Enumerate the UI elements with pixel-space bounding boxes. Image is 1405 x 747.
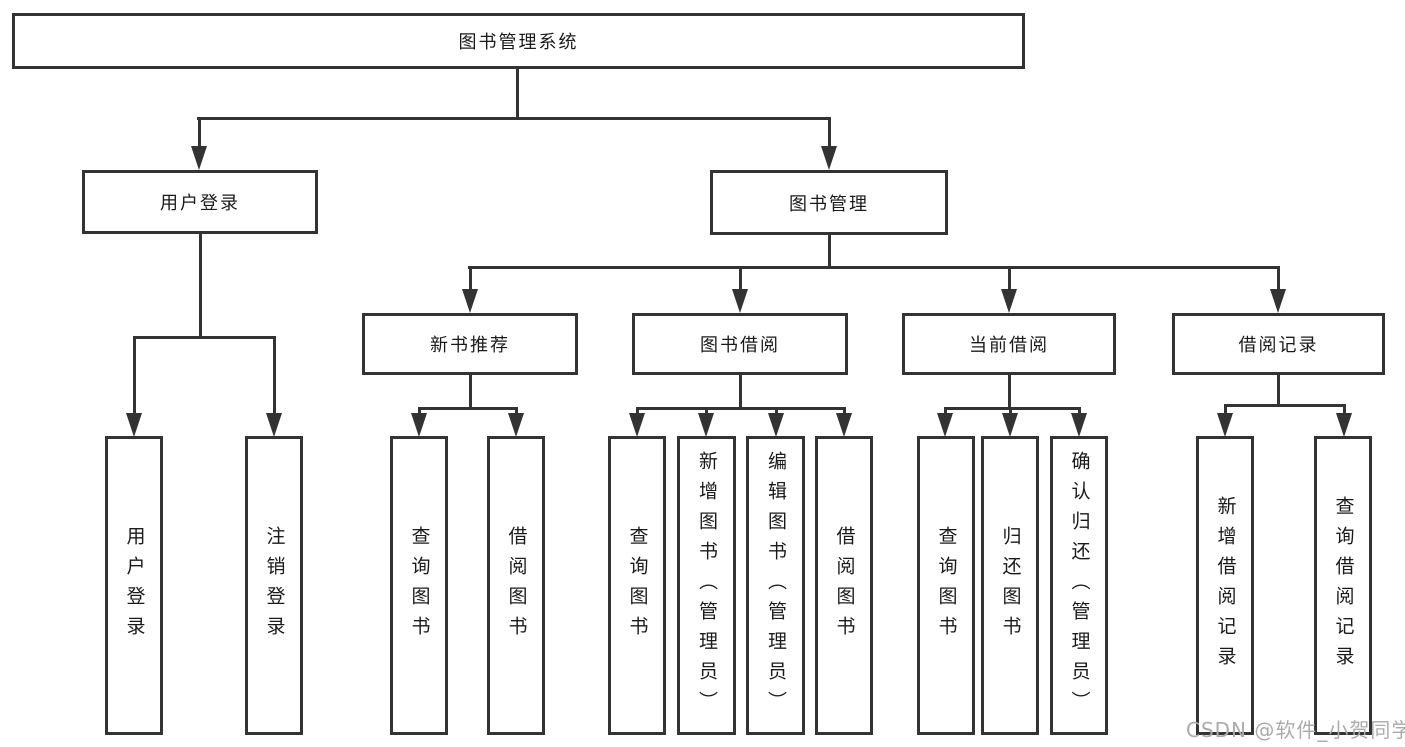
- connector-drop-edit-book-admin: [775, 407, 778, 415]
- connector-book-management-stem: [828, 234, 831, 268]
- connector-borrowing-records-rail: [1224, 404, 1345, 407]
- arrowhead-down-borrow-books-1: [508, 413, 524, 437]
- leaf-add-book-admin-label: 新增图书（管理员）: [696, 450, 718, 721]
- arrowhead-down-borrow-books-2: [836, 413, 852, 437]
- arrowhead-down-add-borrow-record: [1217, 413, 1233, 437]
- arrowhead-down-borrowing-records: [1270, 289, 1286, 313]
- arrowhead-down-confirm-return-admin: [1071, 413, 1087, 437]
- connector-drop-new-book-recommend: [469, 266, 472, 291]
- connector-drop-book-borrowing: [739, 266, 742, 291]
- connector-drop-return-book: [1009, 407, 1012, 415]
- arrowhead-down-query-books-3: [937, 413, 953, 437]
- connector-book-borrowing-rail: [636, 407, 846, 410]
- connector-drop-book-management: [828, 117, 831, 148]
- leaf-add-book-admin: 新增图书（管理员）: [677, 436, 736, 735]
- connector-drop-borrowing-records: [1277, 266, 1280, 291]
- csdn-watermark: CSDN @软件_小贺同学: [1186, 718, 1405, 742]
- connector-drop-query-borrow-record: [1343, 404, 1346, 415]
- arrowhead-down-edit-book-admin: [768, 413, 784, 437]
- leaf-query-books-1-label: 查询图书: [408, 525, 431, 646]
- leaf-logout: 注销登录: [245, 436, 303, 735]
- arrowhead-down-leaf-user-login: [126, 413, 142, 437]
- connector-root-rail: [197, 117, 830, 120]
- arrowhead-down-leaf-logout: [266, 413, 282, 437]
- connector-drop-current-borrowing: [1008, 266, 1011, 291]
- leaf-return-book: 归还图书: [981, 436, 1039, 735]
- leaf-query-borrow-record: 查询借阅记录: [1314, 436, 1372, 735]
- connector-drop-user-login: [198, 117, 201, 148]
- connector-user-login-stem: [199, 233, 202, 338]
- leaf-query-borrow-record-label: 查询借阅记录: [1332, 495, 1355, 676]
- node-user-login-label: 用户登录: [160, 193, 240, 214]
- leaf-confirm-return-admin: 确认归还（管理员）: [1050, 436, 1108, 735]
- connector-drop-add-borrow-record: [1224, 404, 1227, 415]
- connector-current-borrowing-stem: [1008, 375, 1011, 409]
- leaf-user-login-label: 用户登录: [123, 525, 146, 646]
- arrowhead-down-query-borrow-record: [1336, 413, 1352, 437]
- leaf-edit-book-admin: 编辑图书（管理员）: [746, 436, 805, 735]
- connector-user-login-rail: [133, 336, 275, 339]
- node-borrowing-records: 借阅记录: [1172, 313, 1385, 375]
- leaf-user-login: 用户登录: [105, 436, 163, 735]
- leaf-query-books-3: 查询图书: [917, 436, 975, 735]
- node-new-book-recommend-label: 新书推荐: [430, 335, 510, 356]
- leaf-borrow-books-2-label: 借阅图书: [833, 525, 856, 646]
- arrowhead-down-user-login: [191, 146, 207, 170]
- connector-new-book-recommend-rail: [418, 407, 518, 410]
- connector-book-management-rail: [468, 266, 1280, 269]
- connector-drop-query-books-2: [636, 407, 639, 415]
- connector-current-borrowing-rail: [944, 407, 1081, 410]
- arrowhead-down-query-books-1: [411, 413, 427, 437]
- leaf-return-book-label: 归还图书: [999, 525, 1022, 646]
- connector-root-stem: [516, 68, 519, 119]
- leaf-query-books-2: 查询图书: [608, 436, 666, 735]
- connector-drop-query-books-1: [418, 407, 421, 415]
- node-book-borrowing-label: 图书借阅: [700, 335, 780, 356]
- leaf-query-books-2-label: 查询图书: [626, 525, 649, 646]
- leaf-add-borrow-record: 新增借阅记录: [1196, 436, 1254, 735]
- connector-drop-query-books-3: [944, 407, 947, 415]
- leaf-add-borrow-record-label: 新增借阅记录: [1214, 495, 1237, 676]
- leaf-query-books-1: 查询图书: [390, 436, 448, 735]
- arrowhead-down-query-books-2: [629, 413, 645, 437]
- node-book-management: 图书管理: [710, 170, 948, 235]
- connector-drop-leaf-logout: [273, 336, 276, 415]
- arrowhead-down-add-book-admin: [698, 413, 714, 437]
- connector-drop-add-book-admin: [705, 407, 708, 415]
- connector-borrowing-records-stem: [1277, 375, 1280, 406]
- leaf-borrow-books-1-label: 借阅图书: [505, 525, 528, 646]
- node-user-login: 用户登录: [82, 170, 318, 234]
- arrowhead-down-return-book: [1002, 413, 1018, 437]
- connector-drop-borrow-books-1: [515, 407, 518, 415]
- node-new-book-recommend: 新书推荐: [362, 313, 578, 375]
- connector-drop-confirm-return-admin: [1078, 407, 1081, 415]
- connector-drop-borrow-books-2: [843, 407, 846, 415]
- node-library-system: 图书管理系统: [12, 13, 1025, 69]
- leaf-logout-label: 注销登录: [263, 525, 286, 646]
- leaf-borrow-books-1: 借阅图书: [487, 436, 545, 735]
- node-borrowing-records-label: 借阅记录: [1238, 335, 1319, 356]
- arrowhead-down-new-book-recommend: [462, 289, 478, 313]
- node-current-borrowing: 当前借阅: [902, 313, 1116, 375]
- node-book-management-label: 图书管理: [789, 193, 869, 215]
- arrowhead-down-current-borrowing: [1001, 289, 1017, 313]
- arrowhead-down-book-management: [821, 146, 837, 170]
- leaf-borrow-books-2: 借阅图书: [815, 436, 873, 735]
- arrowhead-down-book-borrowing: [732, 289, 748, 313]
- leaf-confirm-return-admin-label: 确认归还（管理员）: [1068, 450, 1091, 721]
- connector-book-borrowing-stem: [739, 375, 742, 409]
- connector-drop-leaf-user-login: [133, 336, 136, 415]
- node-library-system-label: 图书管理系统: [458, 32, 579, 53]
- node-current-borrowing-label: 当前借阅: [969, 335, 1049, 356]
- node-book-borrowing: 图书借阅: [632, 313, 848, 375]
- leaf-edit-book-admin-label: 编辑图书（管理员）: [765, 450, 787, 721]
- leaf-query-books-3-label: 查询图书: [935, 525, 958, 646]
- connector-new-book-recommend-stem: [469, 375, 472, 409]
